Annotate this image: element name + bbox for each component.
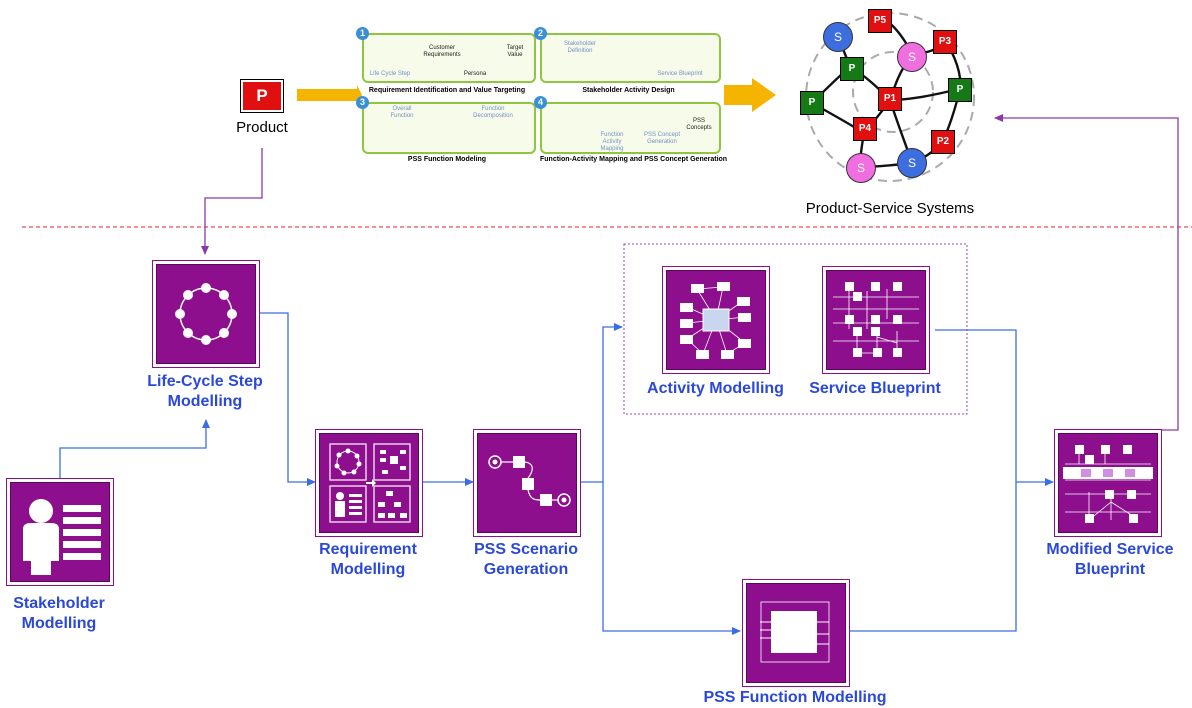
panel-text: Stakeholder Definition — [563, 41, 597, 54]
product-label: Product — [236, 119, 288, 136]
panel-caption-4: Function-Activity Mapping and PSS Concep… — [540, 156, 728, 163]
activity-network-icon — [680, 282, 751, 359]
panel-number: 4 — [534, 96, 547, 109]
stakeholder-modelling-label: Stakeholder Modelling — [13, 595, 105, 632]
lifecycle-circle-icon — [175, 283, 237, 345]
network-service-node: S — [846, 153, 876, 183]
network-physical-node: P — [840, 57, 864, 81]
product-to-lifecycle-connector — [201, 148, 263, 255]
requirement-composite-icon — [329, 443, 411, 523]
panel-text: Target Value — [506, 45, 524, 58]
modified-blueprint-node[interactable] — [1058, 433, 1158, 533]
function-to-modified-connector — [845, 482, 1017, 632]
panel-text: Function Decomposition — [473, 106, 513, 119]
network-product-node: P1 — [878, 87, 902, 111]
blueprint-grid-icon — [833, 282, 919, 357]
orange-arrow-right — [724, 78, 776, 112]
network-physical-node: P — [948, 78, 972, 102]
scenario-to-activity-connector — [580, 323, 623, 483]
pss-function-node[interactable] — [746, 583, 846, 683]
activity-modelling-label: Activity Modelling — [647, 380, 784, 397]
modified-blueprint-label: Modified Service Blueprint — [1046, 541, 1174, 578]
modified-blueprint-icon — [1063, 445, 1153, 523]
scenario-to-function-connector — [602, 482, 741, 635]
network-product-node: P3 — [933, 30, 957, 54]
requirement-modelling-node[interactable] — [319, 433, 419, 533]
activity-modelling-node[interactable] — [666, 270, 766, 370]
pss-function-label: PSS Function Modelling — [703, 689, 887, 706]
network-product-node: P2 — [931, 130, 955, 154]
network-service-node: S — [823, 22, 853, 52]
panel-caption-3: PSS Function Modeling — [407, 156, 487, 163]
panel-caption-1: Requirement Identification and Value Tar… — [368, 87, 526, 94]
service-blueprint-node[interactable] — [826, 270, 926, 370]
stakeholder-to-lifecycle-connector — [59, 419, 210, 482]
network-service-node: S — [897, 148, 927, 178]
method-panel-3: 3 Overall Function Function Decompositio… — [356, 96, 536, 154]
panel-number: 3 — [356, 96, 369, 109]
panel-text: PSS Concept Generation — [643, 132, 681, 145]
method-panel-1: 1 Customer Requirements Target Value Lif… — [356, 27, 536, 83]
modified-to-pss-connector — [994, 114, 1179, 431]
pss-label: Product-Service Systems — [805, 200, 975, 217]
method-panel-4: 4 Function Activity Mapping PSS Concept … — [534, 96, 721, 154]
scenario-path-icon — [488, 455, 571, 507]
network-product-node: P4 — [853, 117, 877, 141]
panel-number: 2 — [534, 27, 547, 40]
activity-blueprint-group — [623, 243, 968, 415]
panel-number: 1 — [356, 27, 369, 40]
panel-text: Life Cycle Step — [369, 71, 411, 77]
requirement-modelling-label: Requirement Modelling — [319, 541, 417, 578]
panel-text: Persona — [463, 71, 487, 77]
panel-text: Service Blueprint — [657, 71, 703, 77]
orange-arrow-left — [297, 85, 362, 105]
panel-text: Overall Function — [390, 106, 414, 119]
product-badge: P — [240, 79, 284, 113]
lifecycle-to-requirement-connector — [258, 312, 316, 486]
network-service-node: S — [897, 42, 927, 72]
panel-text: Customer Requirements — [423, 45, 461, 58]
function-block-icon — [760, 601, 830, 663]
lifecycle-step-node[interactable] — [156, 264, 256, 364]
panel-text: Function Activity Mapping — [600, 132, 624, 152]
network-product-node: P5 — [868, 9, 892, 33]
blueprint-to-modified-connector — [935, 329, 1054, 486]
pss-scenario-label: PSS Scenario Generation — [473, 541, 579, 578]
network-physical-node: P — [800, 91, 824, 115]
method-panel-2: 2 Stakeholder Definition Service Bluepri… — [534, 27, 721, 83]
service-blueprint-label: Service Blueprint — [809, 380, 941, 397]
panel-caption-2: Stakeholder Activity Design — [582, 87, 675, 94]
stakeholder-modelling-node[interactable] — [10, 482, 110, 582]
lifecycle-step-label: Life-Cycle Step Modelling — [147, 373, 263, 410]
panel-text: PSS Concepts — [686, 118, 712, 131]
pss-scenario-node[interactable] — [477, 433, 577, 533]
stakeholder-person-icon — [23, 499, 101, 575]
